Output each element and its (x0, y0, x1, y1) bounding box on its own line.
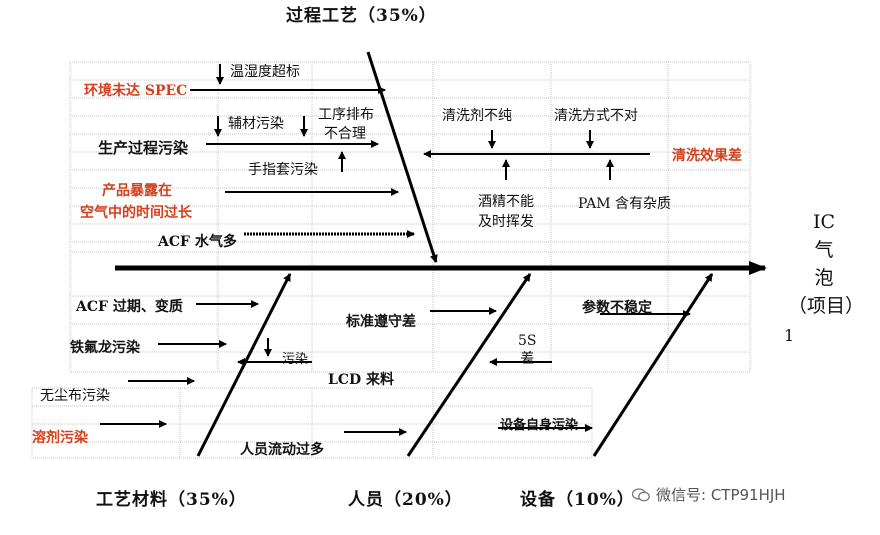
wechat-icon (631, 487, 650, 502)
cause-standard: 标准遵守差 (346, 314, 416, 330)
effect-line4: （项目） (788, 295, 865, 317)
cause-cleaner-impure: 清洗剂不纯 (442, 108, 512, 124)
category-process-heading: 过程工艺（35%） (286, 6, 437, 26)
cause-env-spec: 环境未达 SPEC (84, 83, 188, 99)
cause-clean-method: 清洗方式不对 (554, 108, 638, 124)
effect-number: 1 (784, 326, 795, 345)
cause-layout-line1: 工序排布 (318, 107, 374, 123)
cause-glove-contam: 手指套污染 (248, 162, 318, 178)
effect-line1: IC (812, 211, 836, 233)
background-grid-lower (31, 387, 593, 459)
cause-pam: PAM 含有杂质 (578, 196, 672, 212)
cause-fives-line2: 差 (520, 351, 535, 367)
cause-self-contam: 设备自身污染 (500, 418, 579, 433)
cause-lcd-incoming: LCD 来料 (328, 372, 395, 388)
category-equipment-heading: 设备（10%） (520, 490, 635, 510)
cause-clean-effect: 清洗效果差 (672, 148, 742, 164)
cause-production-contam: 生产过程污染 (98, 139, 189, 157)
bone-material (196, 273, 292, 457)
cause-alcohol-line1: 酒精不能 (478, 194, 534, 210)
effect-line2: 气 (814, 239, 834, 261)
cause-contam: 污染 (282, 352, 309, 367)
bone-process (366, 51, 438, 263)
bone-equipment (592, 273, 714, 457)
cause-alcohol-line2: 及时挥发 (478, 214, 534, 230)
cause-exposure: 产品暴露在 空气中的时间过长 (80, 180, 192, 224)
cause-aux-contam: 辅材污染 (228, 116, 284, 132)
cause-param: 参数不稳定 (582, 300, 652, 316)
cause-temp-humidity: 温湿度超标 (230, 64, 300, 80)
cause-flow: 人员流动过多 (240, 442, 324, 458)
category-people-heading: 人员（20%） (348, 490, 463, 510)
cause-acf-expired: ACF 过期、变质 (76, 299, 183, 315)
cause-solvent: 溶剂污染 (32, 430, 88, 446)
bone-people (406, 273, 532, 457)
watermark-text: 微信号: CTP91HJH (656, 486, 786, 504)
cause-alcohol: 酒精不能 及时挥发 (478, 192, 534, 232)
watermark: 微信号: CTP91HJH (631, 484, 786, 505)
effect-label: IC 气 泡 （项目） (788, 208, 864, 320)
cause-exposure-line1: 产品暴露在 (102, 183, 172, 199)
cause-exposure-line2: 空气中的时间过长 (80, 205, 192, 221)
background-grid-upper (69, 61, 751, 373)
effect-line3: 泡 (814, 267, 834, 289)
category-material-heading: 工艺材料（35%） (96, 490, 247, 510)
cause-layout: 工序排布 不合理 (318, 106, 374, 144)
cause-layout-line2: 不合理 (324, 126, 366, 142)
cause-fives: 5S 差 (518, 332, 537, 368)
cause-fives-line1: 5S (518, 333, 537, 349)
cause-acf-moisture: ACF 水气多 (158, 234, 237, 250)
cause-teflon: 铁氟龙污染 (70, 340, 140, 356)
cause-dustfree-cloth: 无尘布污染 (40, 388, 110, 404)
